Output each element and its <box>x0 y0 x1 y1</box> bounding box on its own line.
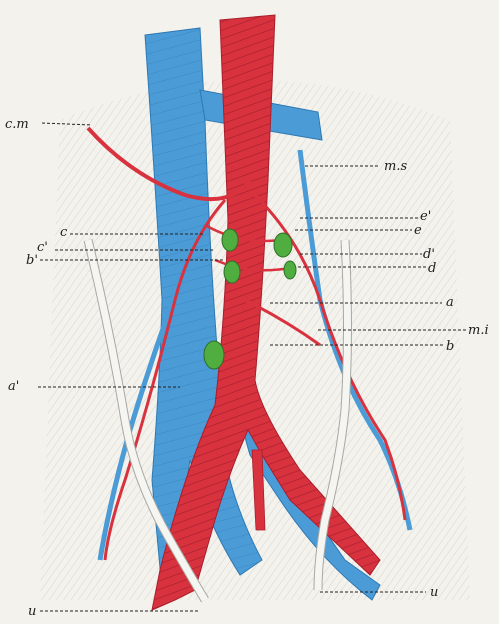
lymph-node <box>222 229 238 251</box>
label-u-right: u <box>430 585 438 600</box>
lymph-node <box>274 233 292 257</box>
label-u-left: u <box>28 604 36 619</box>
label-cm: c.m <box>5 117 29 132</box>
label-ms: m.s <box>384 159 407 174</box>
lymph-node <box>284 261 296 279</box>
label-c-prime: c' <box>37 240 48 255</box>
lymph-node <box>204 341 224 369</box>
label-b-prime: b' <box>26 253 38 268</box>
label-e: e <box>414 223 422 238</box>
label-mi: m.i <box>468 323 489 338</box>
label-d-prime: d' <box>423 247 435 262</box>
label-b: b <box>446 339 454 354</box>
label-c: c <box>60 225 68 240</box>
label-d: d <box>428 261 436 276</box>
label-e-prime: e' <box>420 209 431 224</box>
label-a: a <box>446 295 454 310</box>
lymph-node <box>224 261 240 283</box>
label-a-prime: a' <box>8 379 19 394</box>
